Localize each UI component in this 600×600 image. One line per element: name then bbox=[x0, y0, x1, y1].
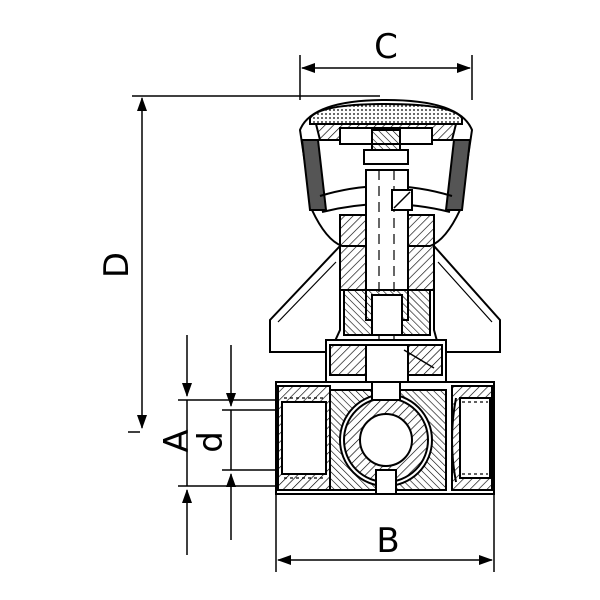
dimension-b: B bbox=[275, 490, 495, 572]
valve-skirt bbox=[269, 243, 501, 353]
valve-body bbox=[275, 339, 495, 495]
dimension-d: D bbox=[97, 95, 380, 433]
valve-spindle bbox=[339, 169, 435, 380]
dimension-b-label: B bbox=[376, 521, 399, 561]
dimension-d-label: D bbox=[97, 252, 137, 278]
dimension-c-label: C bbox=[374, 27, 398, 67]
dimension-a-label: A bbox=[157, 429, 197, 452]
dimension-small-d-label: d bbox=[191, 431, 231, 453]
dimension-c: C bbox=[299, 27, 473, 100]
